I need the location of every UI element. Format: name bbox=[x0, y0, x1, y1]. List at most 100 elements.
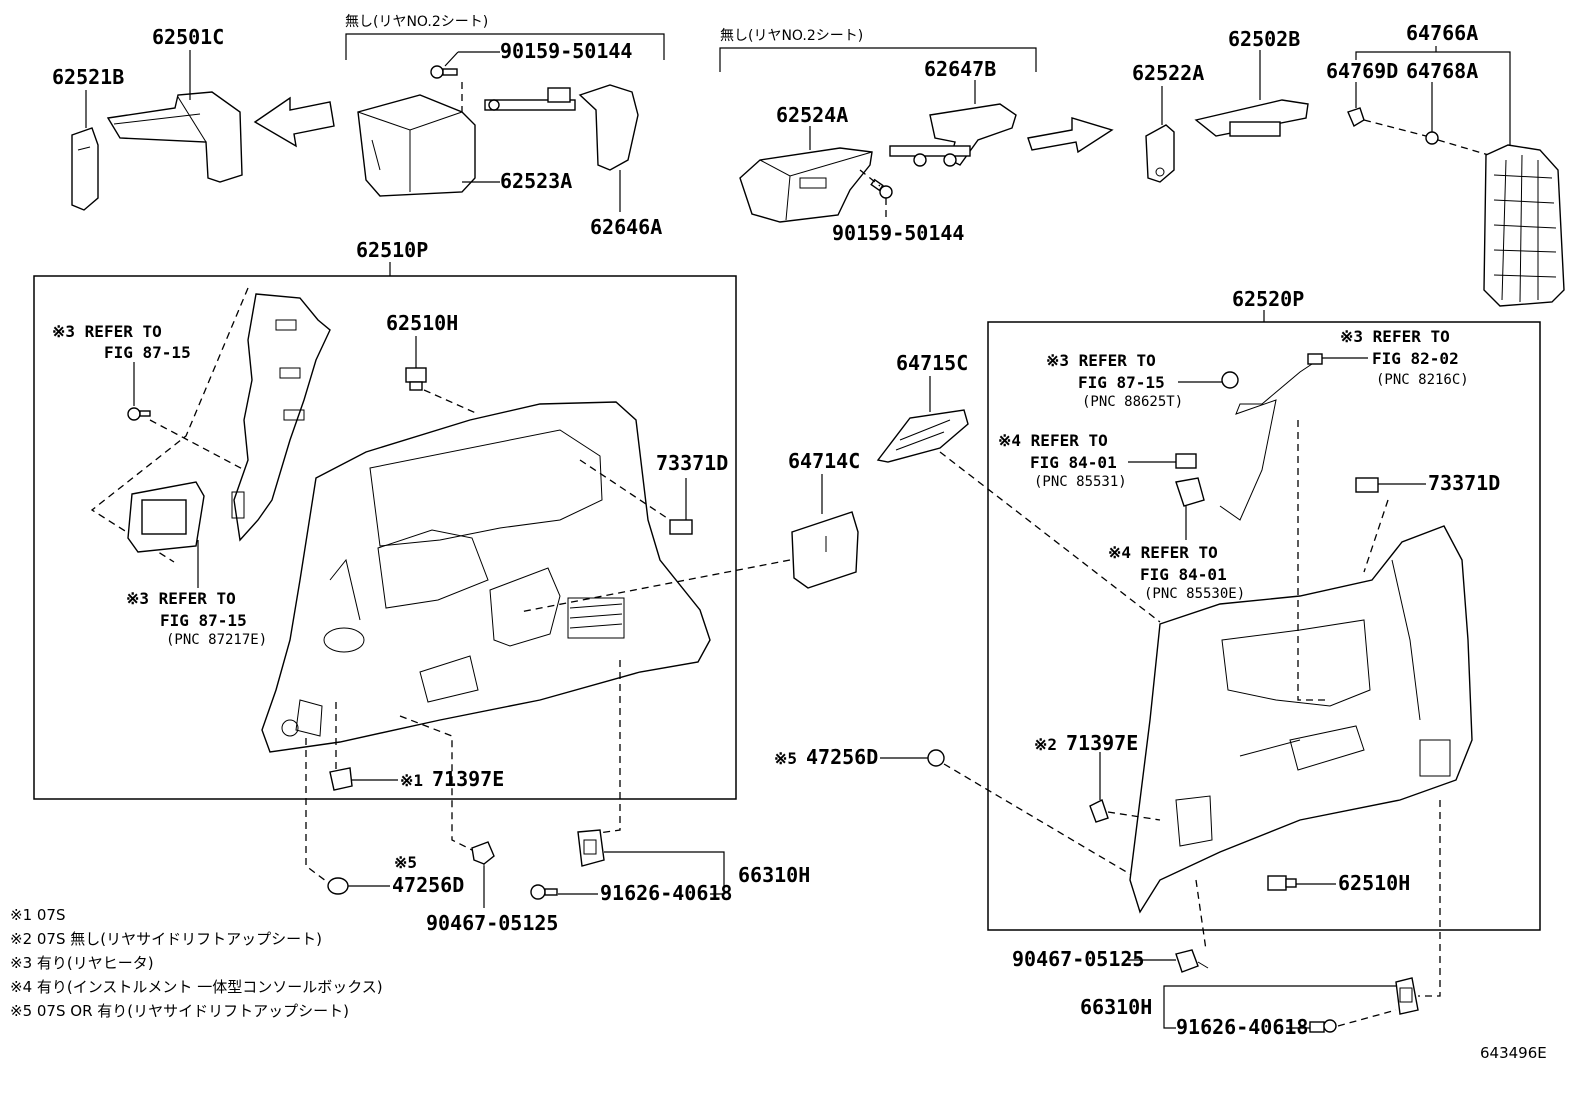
clip-62510h-left bbox=[405, 367, 427, 391]
clip-62510h-right bbox=[1267, 875, 1297, 891]
label-62521b: 62521B bbox=[52, 65, 124, 89]
label-73371d-right: 73371D bbox=[1428, 471, 1500, 495]
label-71397e-left: 71397E bbox=[432, 767, 504, 791]
part-62522a bbox=[1145, 124, 1175, 183]
part-vent-bezel bbox=[127, 481, 245, 553]
arrow-right-icon bbox=[1027, 117, 1114, 154]
ref-right2-line1: ※3 REFER TO bbox=[1340, 327, 1450, 346]
part-62647b bbox=[889, 103, 1017, 167]
ref-right1-line1: ※3 REFER TO bbox=[1046, 351, 1156, 370]
plug-47256d-mid bbox=[927, 749, 945, 767]
mark-5-mid: ※5 bbox=[774, 749, 797, 768]
part-62646a bbox=[578, 84, 639, 171]
part-left-quarter-trim bbox=[261, 401, 711, 753]
ref-right3-line2: FIG 84-01 bbox=[1030, 453, 1117, 472]
figure-code: 643496E bbox=[1480, 1044, 1547, 1062]
ref-right4-line2: FIG 84-01 bbox=[1140, 565, 1227, 584]
ref-right2-line3: (PNC 8216C) bbox=[1376, 372, 1469, 388]
part-62521b bbox=[71, 127, 99, 211]
ref-right3-line1: ※4 REFER TO bbox=[998, 431, 1108, 450]
footnote-3: ※3 有り(リヤヒータ) bbox=[10, 954, 154, 972]
label-90159-mid: 90159-50144 bbox=[832, 221, 964, 245]
ref-left-bottom-line1: ※3 REFER TO bbox=[126, 589, 236, 608]
label-62510h-right: 62510H bbox=[1338, 871, 1410, 895]
label-62520p: 62520P bbox=[1232, 287, 1304, 311]
label-62510p: 62510P bbox=[356, 238, 428, 262]
socket-85530e bbox=[1175, 477, 1205, 507]
label-62522a: 62522A bbox=[1132, 61, 1204, 85]
label-47256d-left: 47256D bbox=[392, 873, 464, 897]
clip-71397e-left bbox=[329, 767, 353, 791]
ref-right1-line3: (PNC 88625T) bbox=[1082, 394, 1183, 410]
part-62501c bbox=[106, 91, 243, 183]
clip-90467-left bbox=[471, 841, 495, 876]
part-64714c bbox=[791, 511, 859, 589]
clip-87-15-top bbox=[127, 407, 151, 421]
label-47256d-mid: 47256D bbox=[806, 745, 878, 769]
label-90467-left: 90467-05125 bbox=[426, 911, 558, 935]
ref-right2-line2: FIG 82-02 bbox=[1372, 349, 1459, 368]
label-66310h-right: 66310H bbox=[1080, 995, 1152, 1019]
hook-66310h-right bbox=[1395, 977, 1419, 1015]
clip-71397e-right bbox=[1089, 799, 1109, 823]
part-right-quarter-trim bbox=[1129, 525, 1473, 914]
label-90159-top: 90159-50144 bbox=[500, 39, 632, 63]
label-62501c: 62501C bbox=[152, 25, 224, 49]
ref-right1-line2: FIG 87-15 bbox=[1078, 373, 1165, 392]
label-64768a: 64768A bbox=[1406, 59, 1478, 83]
footnote-2: ※2 07S 無し(リヤサイドリフトアップシート) bbox=[10, 930, 322, 948]
group-label-left: 無し(リヤNO.2シート) bbox=[345, 14, 488, 30]
label-62647b: 62647B bbox=[924, 57, 996, 81]
group-box-62510p bbox=[33, 275, 737, 800]
part-62524a bbox=[739, 147, 873, 223]
label-90467-right: 90467-05125 bbox=[1012, 947, 1144, 971]
clip-64769d bbox=[1347, 107, 1365, 128]
label-73371d-left: 73371D bbox=[656, 451, 728, 475]
part-left-pillar-panel bbox=[233, 293, 331, 542]
label-64714c: 64714C bbox=[788, 449, 860, 473]
label-62524a: 62524A bbox=[776, 103, 848, 127]
socket-85531 bbox=[1175, 453, 1197, 469]
plug-47256d-left bbox=[327, 877, 349, 895]
sensor-88625t bbox=[1221, 371, 1239, 389]
wire-harness bbox=[1219, 359, 1319, 521]
clip-73371d-left bbox=[669, 519, 693, 535]
label-91626-right: 91626-40618 bbox=[1176, 1015, 1308, 1039]
arrow-left-icon bbox=[253, 96, 335, 148]
bolt-90159-mid bbox=[870, 178, 893, 199]
label-64715c: 64715C bbox=[896, 351, 968, 375]
screw-91626-right bbox=[1309, 1019, 1337, 1033]
label-62502b: 62502B bbox=[1228, 27, 1300, 51]
footnote-4: ※4 有り(インストルメント 一体型コンソールボックス) bbox=[10, 978, 383, 996]
label-66310h-left: 66310H bbox=[738, 863, 810, 887]
ref-right4-line3: (PNC 85530E) bbox=[1144, 586, 1245, 602]
label-62646a: 62646A bbox=[590, 215, 662, 239]
hook-66310h-left bbox=[577, 829, 605, 867]
group-label-mid: 無し(リヤNO.2シート) bbox=[720, 28, 863, 44]
part-64766a bbox=[1483, 144, 1565, 307]
label-64766a: 64766A bbox=[1406, 21, 1478, 45]
part-connector-rod bbox=[484, 87, 576, 111]
part-64715c bbox=[876, 409, 969, 463]
footnote-5: ※5 07S OR 有り(リヤサイドリフトアップシート) bbox=[10, 1002, 349, 1020]
mark-1: ※1 bbox=[400, 771, 423, 790]
connector-8216c bbox=[1307, 353, 1323, 365]
ref-left-bottom-line3: (PNC 87217E) bbox=[166, 632, 267, 648]
label-71397e-right: 71397E bbox=[1066, 731, 1138, 755]
washer-64768a bbox=[1425, 131, 1439, 145]
part-62523a bbox=[357, 94, 476, 197]
ref-left-top-line2: FIG 87-15 bbox=[104, 343, 191, 362]
ref-right4-line1: ※4 REFER TO bbox=[1108, 543, 1218, 562]
clip-90467-right bbox=[1175, 949, 1209, 973]
label-64769d: 64769D bbox=[1326, 59, 1398, 83]
label-62523a: 62523A bbox=[500, 169, 572, 193]
group-box-62520p bbox=[987, 321, 1541, 931]
ref-left-bottom-line2: FIG 87-15 bbox=[160, 611, 247, 630]
label-91626-left: 91626-40618 bbox=[600, 881, 732, 905]
ref-right3-line3: (PNC 85531) bbox=[1034, 474, 1127, 490]
ref-left-top-line1: ※3 REFER TO bbox=[52, 322, 162, 341]
clip-73371d-right bbox=[1355, 477, 1379, 493]
bolt-90159-top bbox=[430, 65, 458, 79]
mark-5-left: ※5 bbox=[394, 853, 417, 872]
